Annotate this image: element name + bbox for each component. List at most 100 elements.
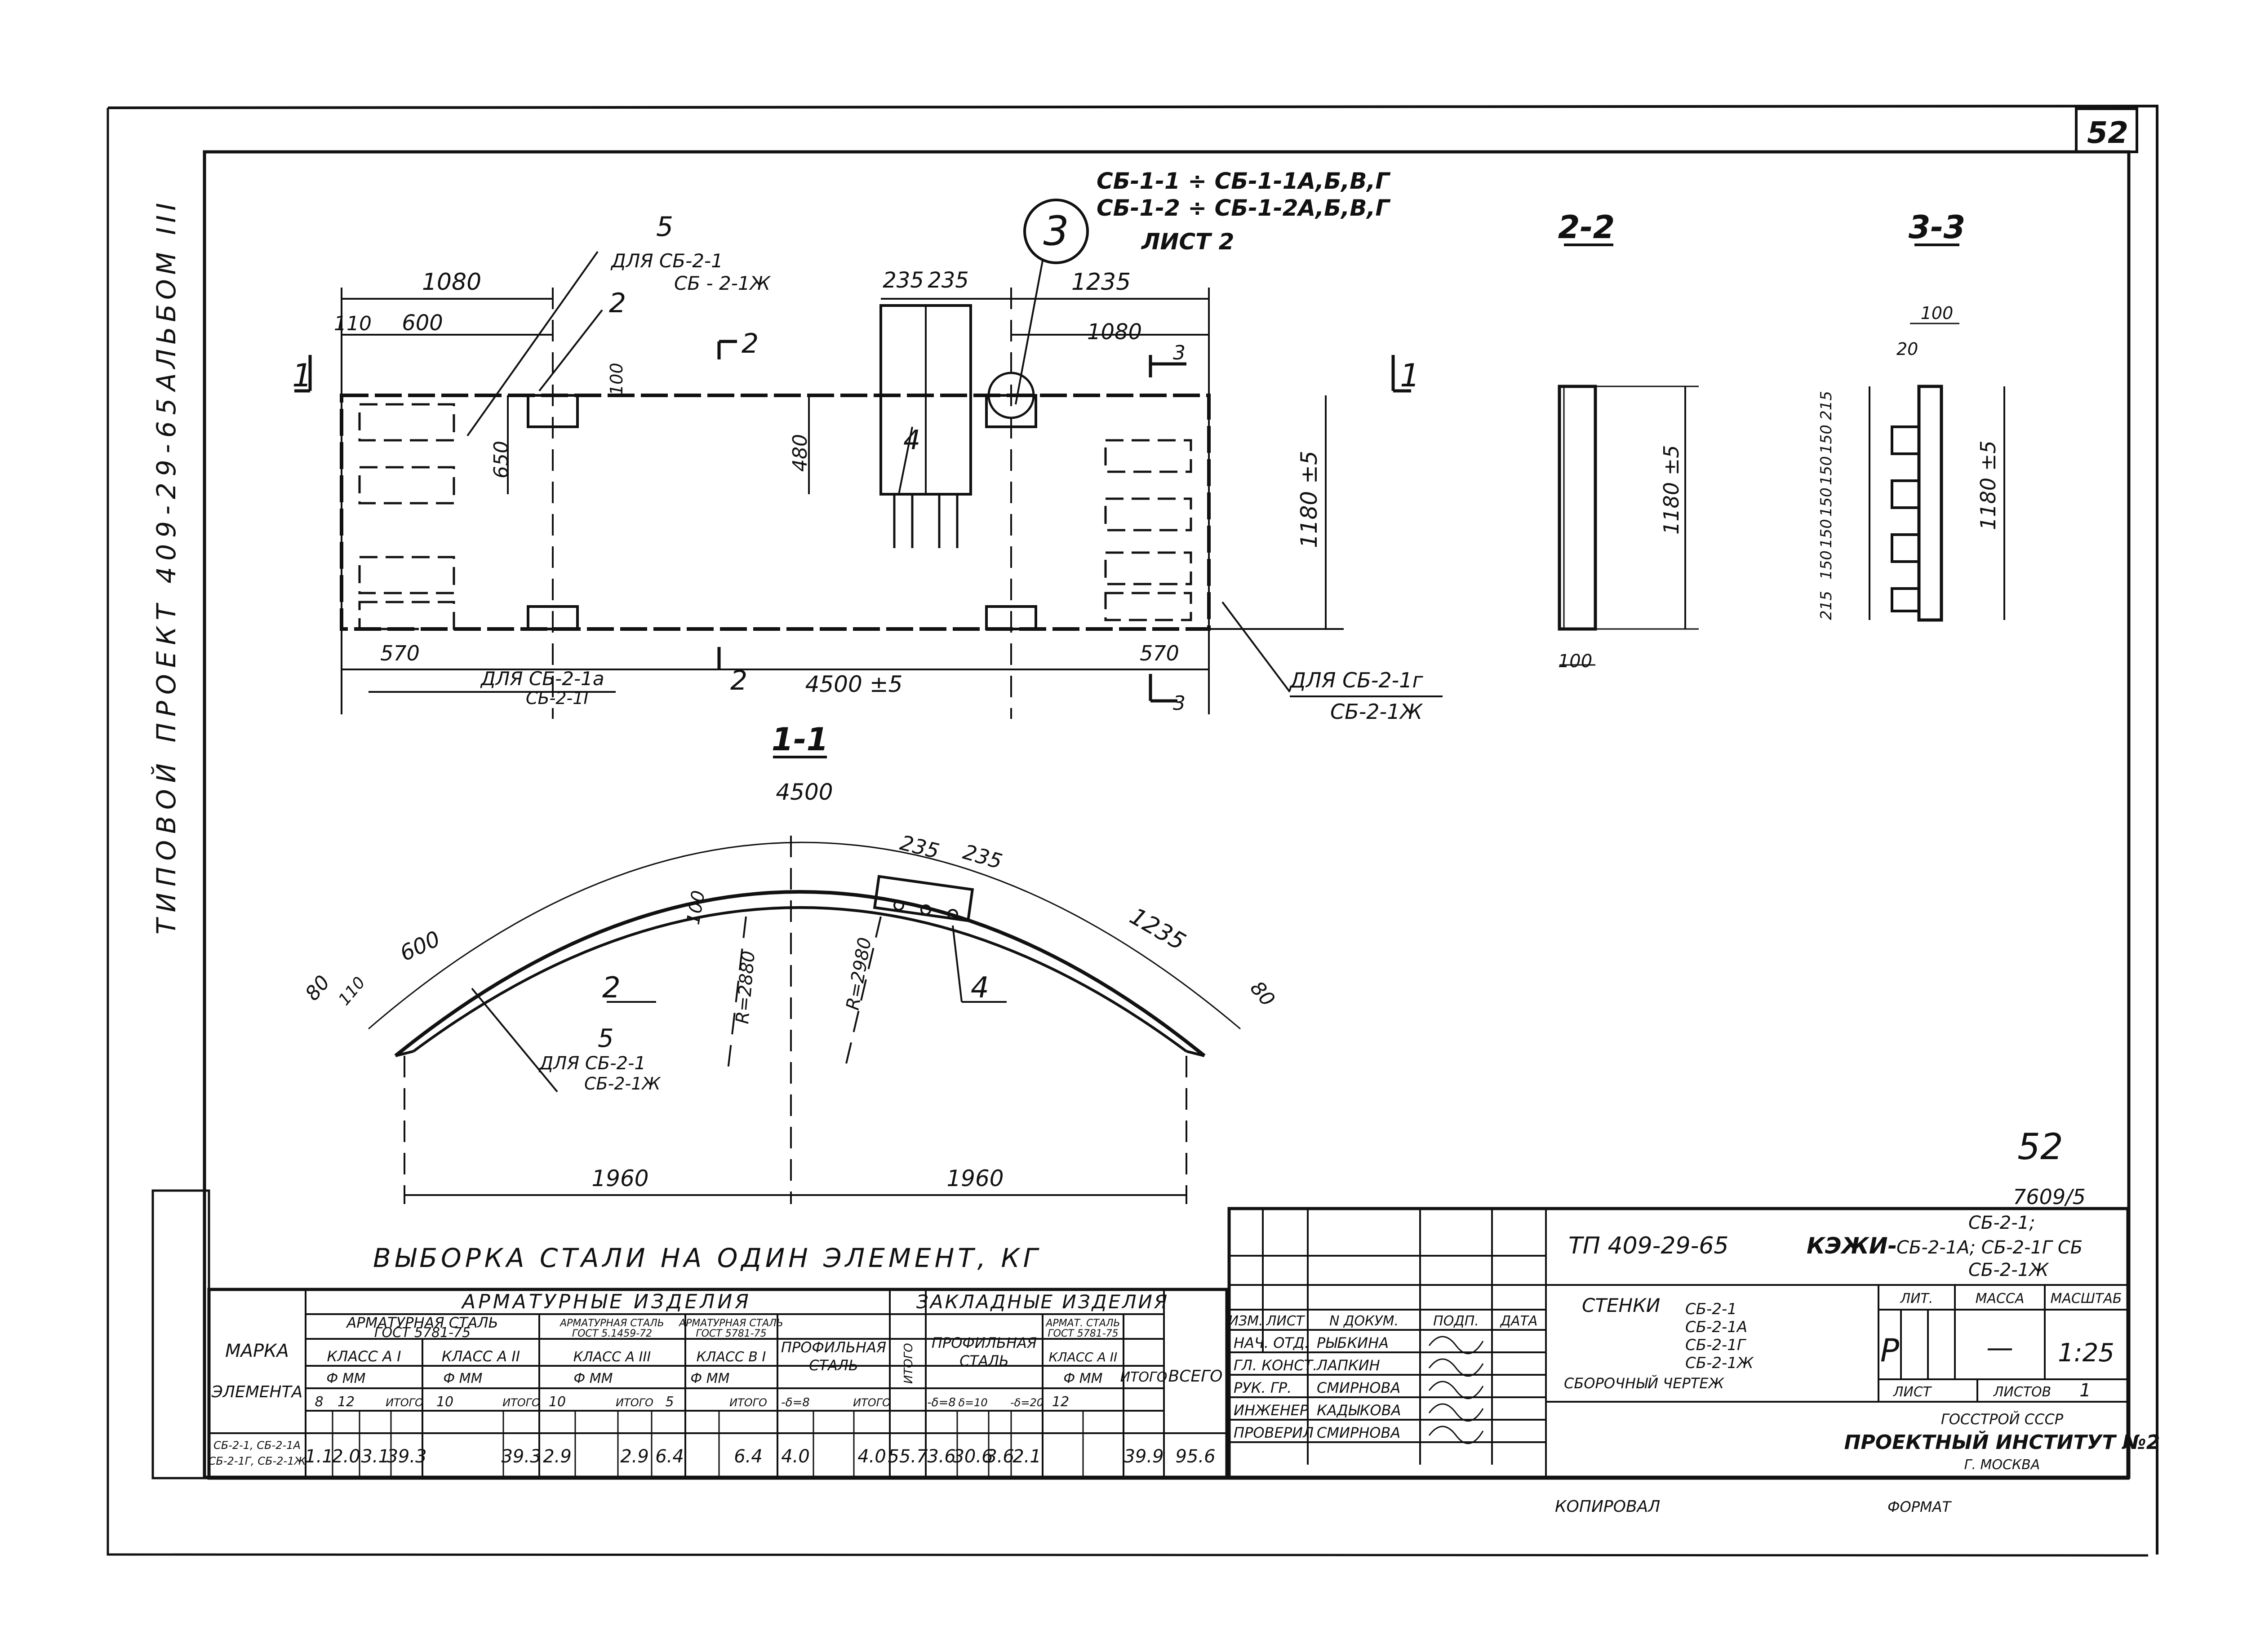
hdr-profile-steel-2: СТАЛЬ	[809, 1357, 858, 1374]
cell-z-d10: 30.6	[953, 1446, 993, 1467]
section-1-1-title: 1-1	[772, 721, 828, 758]
stamp-mass-header: МАССА	[1976, 1291, 2025, 1307]
dim-100-3-3: 100	[1921, 303, 1954, 323]
arc-note-2: СБ-2-1Ж	[584, 1074, 661, 1094]
hdr-it2: ИТОГО	[502, 1396, 540, 1409]
hdr-class-b1: КЛАСС В I	[697, 1349, 766, 1365]
cell-a3-d10: 2.9	[543, 1446, 572, 1467]
note-right-line1: ДЛЯ СБ-2-1г	[1289, 668, 1424, 692]
section-mark-2-bottom: 2	[730, 665, 747, 696]
stamp-mass: —	[1986, 1332, 2013, 1364]
cell-z-a2-d12: 2.1	[1012, 1446, 1041, 1467]
arc-position-4: 4	[971, 971, 989, 1005]
steel-schedule: ВЫБОРКА СТАЛИ НА ОДИН ЭЛЕМЕНТ, КГ	[151, 1189, 1229, 1480]
arc-radius-2880: R=2880	[732, 950, 759, 1024]
stamp-role-sign: ПОДП.	[1433, 1313, 1479, 1329]
cell-a3-total: 2.9	[620, 1446, 649, 1467]
stamp-code: ТП 409-29-65	[1568, 1232, 1729, 1259]
step-5: 150	[1817, 519, 1835, 548]
arc-dim-600: 600	[396, 926, 444, 966]
stamp-marks-label: КЭЖИ-	[1807, 1233, 1897, 1259]
stamp-person5-role: ПРОВЕРИЛ	[1234, 1424, 1314, 1441]
dim-650: 650	[490, 441, 513, 478]
dim-570a: 570	[380, 641, 420, 665]
hdr-itogo-arm: ИТОГО	[902, 1343, 915, 1384]
stamp-name-item3: СБ-2-1Г	[1685, 1336, 1747, 1354]
dim-110a: 110	[334, 312, 372, 335]
position-4: 4	[903, 425, 920, 456]
arc-dim-110: 110	[335, 974, 369, 1009]
hdr-profile-steel: ПРОФИЛЬНАЯ	[781, 1339, 886, 1356]
stamp-org-line3: Г. МОСКВА	[1964, 1457, 2040, 1473]
section-2-2: 2-2 1180 ±5 100	[1558, 209, 1699, 672]
hdr-zakl-profile: ПРОФИЛЬНАЯ	[932, 1334, 1037, 1351]
cell-b1-total: 6.4	[734, 1446, 763, 1467]
stamp-scale: 1:25	[2058, 1338, 2114, 1368]
hdr-z8: -δ=8	[927, 1396, 956, 1409]
signatures	[1428, 1336, 1484, 1444]
stamp-role-list: ЛИСТ	[1266, 1313, 1306, 1329]
stamp-person1-name: РЫБКИНА	[1317, 1334, 1389, 1351]
position-5: 5	[656, 211, 673, 243]
note-5-line1: ДЛЯ СБ-2-1	[610, 250, 723, 272]
hdr-fmm-1: Ф ММ	[326, 1371, 365, 1386]
callout-ref-3: ЛИСТ 2	[1141, 229, 1234, 255]
hdr-class-a3: КЛАСС А III	[573, 1349, 651, 1365]
hdr-it3: ИТОГО	[616, 1396, 653, 1409]
arc-dim-1960b: 1960	[946, 1165, 1004, 1191]
stamp-role-izm: ИЗМ.	[1228, 1313, 1263, 1329]
sheet-number: 52	[2087, 115, 2128, 150]
section-mark-3-bottom: 3	[1173, 692, 1186, 715]
callout-ref-1: СБ-1-1 ÷ СБ-1-1А,Б,В,Г	[1097, 168, 1391, 194]
hdr-itogo-zakl: ИТОГО	[1120, 1369, 1168, 1385]
stamp-sheet-header: ЛИСТ	[1893, 1384, 1932, 1400]
note-left-line2: СБ-2-1Г	[526, 688, 594, 708]
dim-1080a: 1080	[422, 269, 481, 296]
cell-b1-d5: 6.4	[655, 1446, 684, 1467]
cell-z-d8: 3.6	[927, 1446, 956, 1467]
stamp-person5-name: СМИРНОВА	[1317, 1424, 1400, 1441]
step-6: 150	[1817, 550, 1835, 580]
hdr-class-a2: КЛАСС А II	[442, 1348, 520, 1365]
hdr-arm-steel-2: АРМАТУРНАЯ СТАЛЬ	[559, 1318, 664, 1329]
dim-235b: 235	[928, 268, 969, 293]
plan-view: 3 СБ-1-1 ÷ СБ-1-1А,Б,В,Г СБ-1-2 ÷ СБ-1-2…	[292, 168, 1443, 758]
cell-zakl-itogo: 39.9	[1124, 1446, 1163, 1467]
arc-position-2: 2	[602, 971, 621, 1005]
dim-1180-2-2: 1180 ±5	[1659, 445, 1683, 535]
row-marka-line1: СБ-2-1, СБ-2-1А	[213, 1439, 301, 1452]
hdr-z20: -δ=20	[1010, 1396, 1044, 1409]
hdr-arm-steel-1: АРМАТУРНАЯ СТАЛЬ	[346, 1314, 498, 1331]
arc-dim-100: 100	[683, 889, 710, 926]
arc-dim-1235: 1235	[1125, 903, 1190, 956]
section-mark-1-right: 1	[1400, 357, 1420, 394]
title-block: ТП 409-29-65 КЭЖИ- СБ-2-1; СБ-2-1А; СБ-2…	[1227, 1207, 2160, 1480]
copied-by-label: КОПИРОВАЛ	[1555, 1497, 1660, 1516]
step-3: 150	[1817, 456, 1835, 485]
dim-1235a: 1235	[1071, 269, 1131, 296]
cell-a2-total: 39.3	[501, 1446, 541, 1467]
hdr-element: ЭЛЕМЕНТА	[211, 1383, 302, 1401]
arc-view: 4500 235 235 100 600 1235 80 80 110 R=28…	[301, 779, 1279, 1204]
arc-dim-4500: 4500	[776, 779, 833, 805]
hdr-d12: 12	[337, 1394, 355, 1410]
hdr-zakl-class: КЛАСС А II	[1049, 1350, 1118, 1364]
section-3-3-title: 3-3	[1909, 209, 1965, 246]
arc-position-5: 5	[598, 1024, 614, 1053]
stamp-name-title: СТЕНКИ	[1582, 1294, 1660, 1316]
section-2-2-title: 2-2	[1558, 209, 1615, 246]
hdr-it5: ИТОГО	[853, 1396, 891, 1409]
step-2: 150	[1817, 425, 1835, 454]
stamp-role-doc: N ДОКУМ.	[1329, 1313, 1399, 1329]
format-label: ФОРМАТ	[1887, 1498, 1952, 1515]
side-album-label: АЛЬБОМ III	[151, 199, 182, 393]
handwritten-sheet-number: 52	[2017, 1126, 2063, 1168]
section-mark-3-top: 3	[1173, 341, 1186, 364]
stamp-person3-role: РУК. ГР.	[1234, 1379, 1292, 1396]
step-1: 215	[1817, 391, 1835, 420]
section-mark-2-top: 2	[742, 328, 759, 359]
hdr-d10b: 10	[549, 1394, 566, 1410]
hdr-gost-5781b: ГОСТ 5781-75	[696, 1328, 766, 1339]
stamp-sheets-count: 1	[2079, 1380, 2091, 1401]
